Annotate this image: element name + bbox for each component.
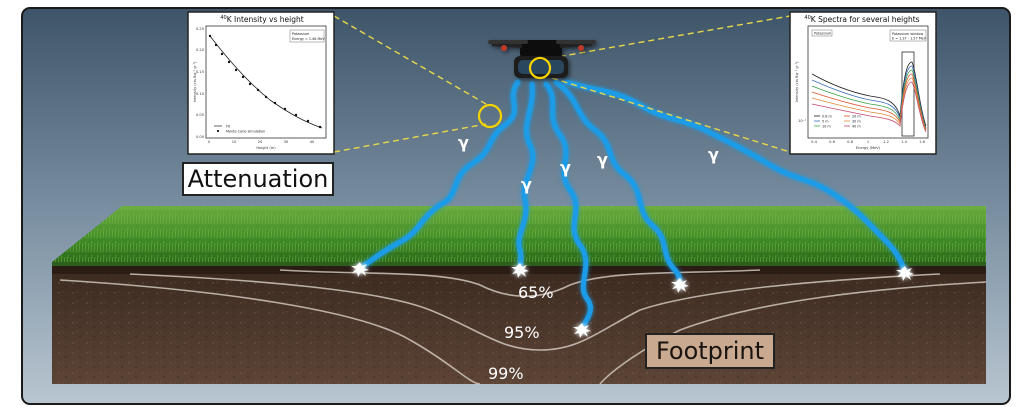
inset-intensity-vs-height: 40K Intensity vs height 0.25 0.20 0.15 0… xyxy=(187,11,335,155)
inset-left-xtick-1: 10 xyxy=(232,140,237,144)
inset-right-window-1: Potassium window xyxy=(892,32,924,36)
inset-right-xtick-6: 1.6 xyxy=(919,140,925,144)
svg-text:40K Intensity vs height: 40K Intensity vs height xyxy=(220,15,303,24)
gamma-label-4: γ xyxy=(597,150,608,169)
footprint-contours xyxy=(59,269,987,385)
inset-left-xtick-2: 20 xyxy=(258,140,263,144)
inset-left-title: K Intensity vs height xyxy=(227,15,304,24)
inset-left-legend-fit: Fit xyxy=(226,125,231,129)
inset-right-title: K Spectra for several heights xyxy=(811,15,920,24)
inset-right-xlabel: Energy (MeV) xyxy=(856,146,881,150)
inset-left-legend-mc: Monte Carlo simulation xyxy=(226,130,265,134)
spark-2 xyxy=(511,263,529,278)
svg-text:40K Spectra for several height: 40K Spectra for several heights xyxy=(804,15,919,24)
emission-points xyxy=(351,262,914,338)
inset-left-ytick-3: 0.10 xyxy=(196,92,205,96)
inset-left-ytick-0: 0.25 xyxy=(196,27,204,31)
gamma-label-1: γ xyxy=(458,133,469,152)
inset-right-xtick-3: 1 xyxy=(867,140,869,144)
gamma-ray-3 xyxy=(543,81,593,333)
drone xyxy=(488,40,596,78)
inset-left-xtick-4: 40 xyxy=(310,140,315,144)
inset-right-legend-0: 0.8 m xyxy=(822,115,832,119)
contour-65 xyxy=(279,269,761,298)
inset-left-ylabel: Intensity (cts Bq⁻¹ g⁻¹) xyxy=(193,61,197,102)
footprint-label: Footprint xyxy=(645,333,775,369)
inset-right-ytick: 10⁻¹ xyxy=(798,119,806,123)
attenuation-label: Attenuation xyxy=(182,162,334,196)
inset-right-legend-4: 30 m xyxy=(852,120,861,124)
spark-1 xyxy=(351,262,369,277)
inset-right-xtick-0: 0.4 xyxy=(811,140,817,144)
inset-right-legend-1: 5 m xyxy=(822,120,829,124)
gamma-rays xyxy=(357,79,908,333)
inset-left-ytick-2: 0.15 xyxy=(196,70,204,74)
inset-right-ylabel: Intensity (cts Bq⁻¹ g⁻¹) xyxy=(795,61,799,102)
inset-right-tag: Potassium xyxy=(814,32,832,36)
inset-left-xtick-0: 0 xyxy=(208,140,211,144)
highlight-circle-drone xyxy=(528,56,552,80)
inset-left-mc-points xyxy=(208,34,322,129)
gamma-ray-2 xyxy=(516,81,536,273)
inset-right-legend-5: 40 m xyxy=(852,125,861,129)
contour-95 xyxy=(129,273,941,351)
inset-right-title-sup: 40 xyxy=(804,15,810,21)
inset-left-annotation-2: Energy = 1.46 MeV xyxy=(292,37,326,41)
gamma-label-2: γ xyxy=(521,175,532,194)
inset-right-xtick-4: 1.2 xyxy=(883,140,889,144)
callout-lines xyxy=(333,15,791,153)
inset-left-xlabel: Height (m) xyxy=(256,146,276,150)
inset-left-fit-curve xyxy=(209,35,323,129)
spark-3 xyxy=(573,323,591,338)
gamma-ray-4 xyxy=(553,79,683,287)
inset-right-legend-3: 20 m xyxy=(852,115,861,119)
contour-99 xyxy=(59,279,987,385)
percent-65-label: 65% xyxy=(518,283,554,302)
spark-5 xyxy=(896,266,914,281)
inset-left-xtick-3: 30 xyxy=(284,140,289,144)
inset-left-ytick-1: 0.20 xyxy=(196,48,205,52)
inset-right-xtick-5: 1.4 xyxy=(901,140,907,144)
inset-right-window-2: E = 1.37 - 1.57 MeV xyxy=(892,37,927,41)
inset-right-legend-2: 10 m xyxy=(822,125,831,129)
soil-layer xyxy=(52,266,986,384)
percent-99-label: 99% xyxy=(488,364,524,383)
spark-4 xyxy=(671,278,689,293)
inset-spectra: 40K Spectra for several heights 10⁻¹ 0.4… xyxy=(789,11,937,155)
inset-left-ytick-5: 0.00 xyxy=(196,135,205,139)
percent-95-label: 95% xyxy=(504,323,540,342)
highlight-circle-ray xyxy=(477,103,503,129)
inset-left-ytick-4: 0.05 xyxy=(196,113,204,117)
gamma-ray-1 xyxy=(357,79,521,271)
gamma-label-5: γ xyxy=(708,145,719,164)
inset-left-annotation-1: Potassium xyxy=(292,32,310,36)
inset-right-spectra-lines xyxy=(811,61,927,133)
inset-right-xtick-2: 0.8 xyxy=(847,140,853,144)
inset-left-title-sup: 40 xyxy=(220,15,226,21)
gamma-label-3: γ xyxy=(560,158,571,177)
inset-right-xtick-1: 0.6 xyxy=(829,140,835,144)
